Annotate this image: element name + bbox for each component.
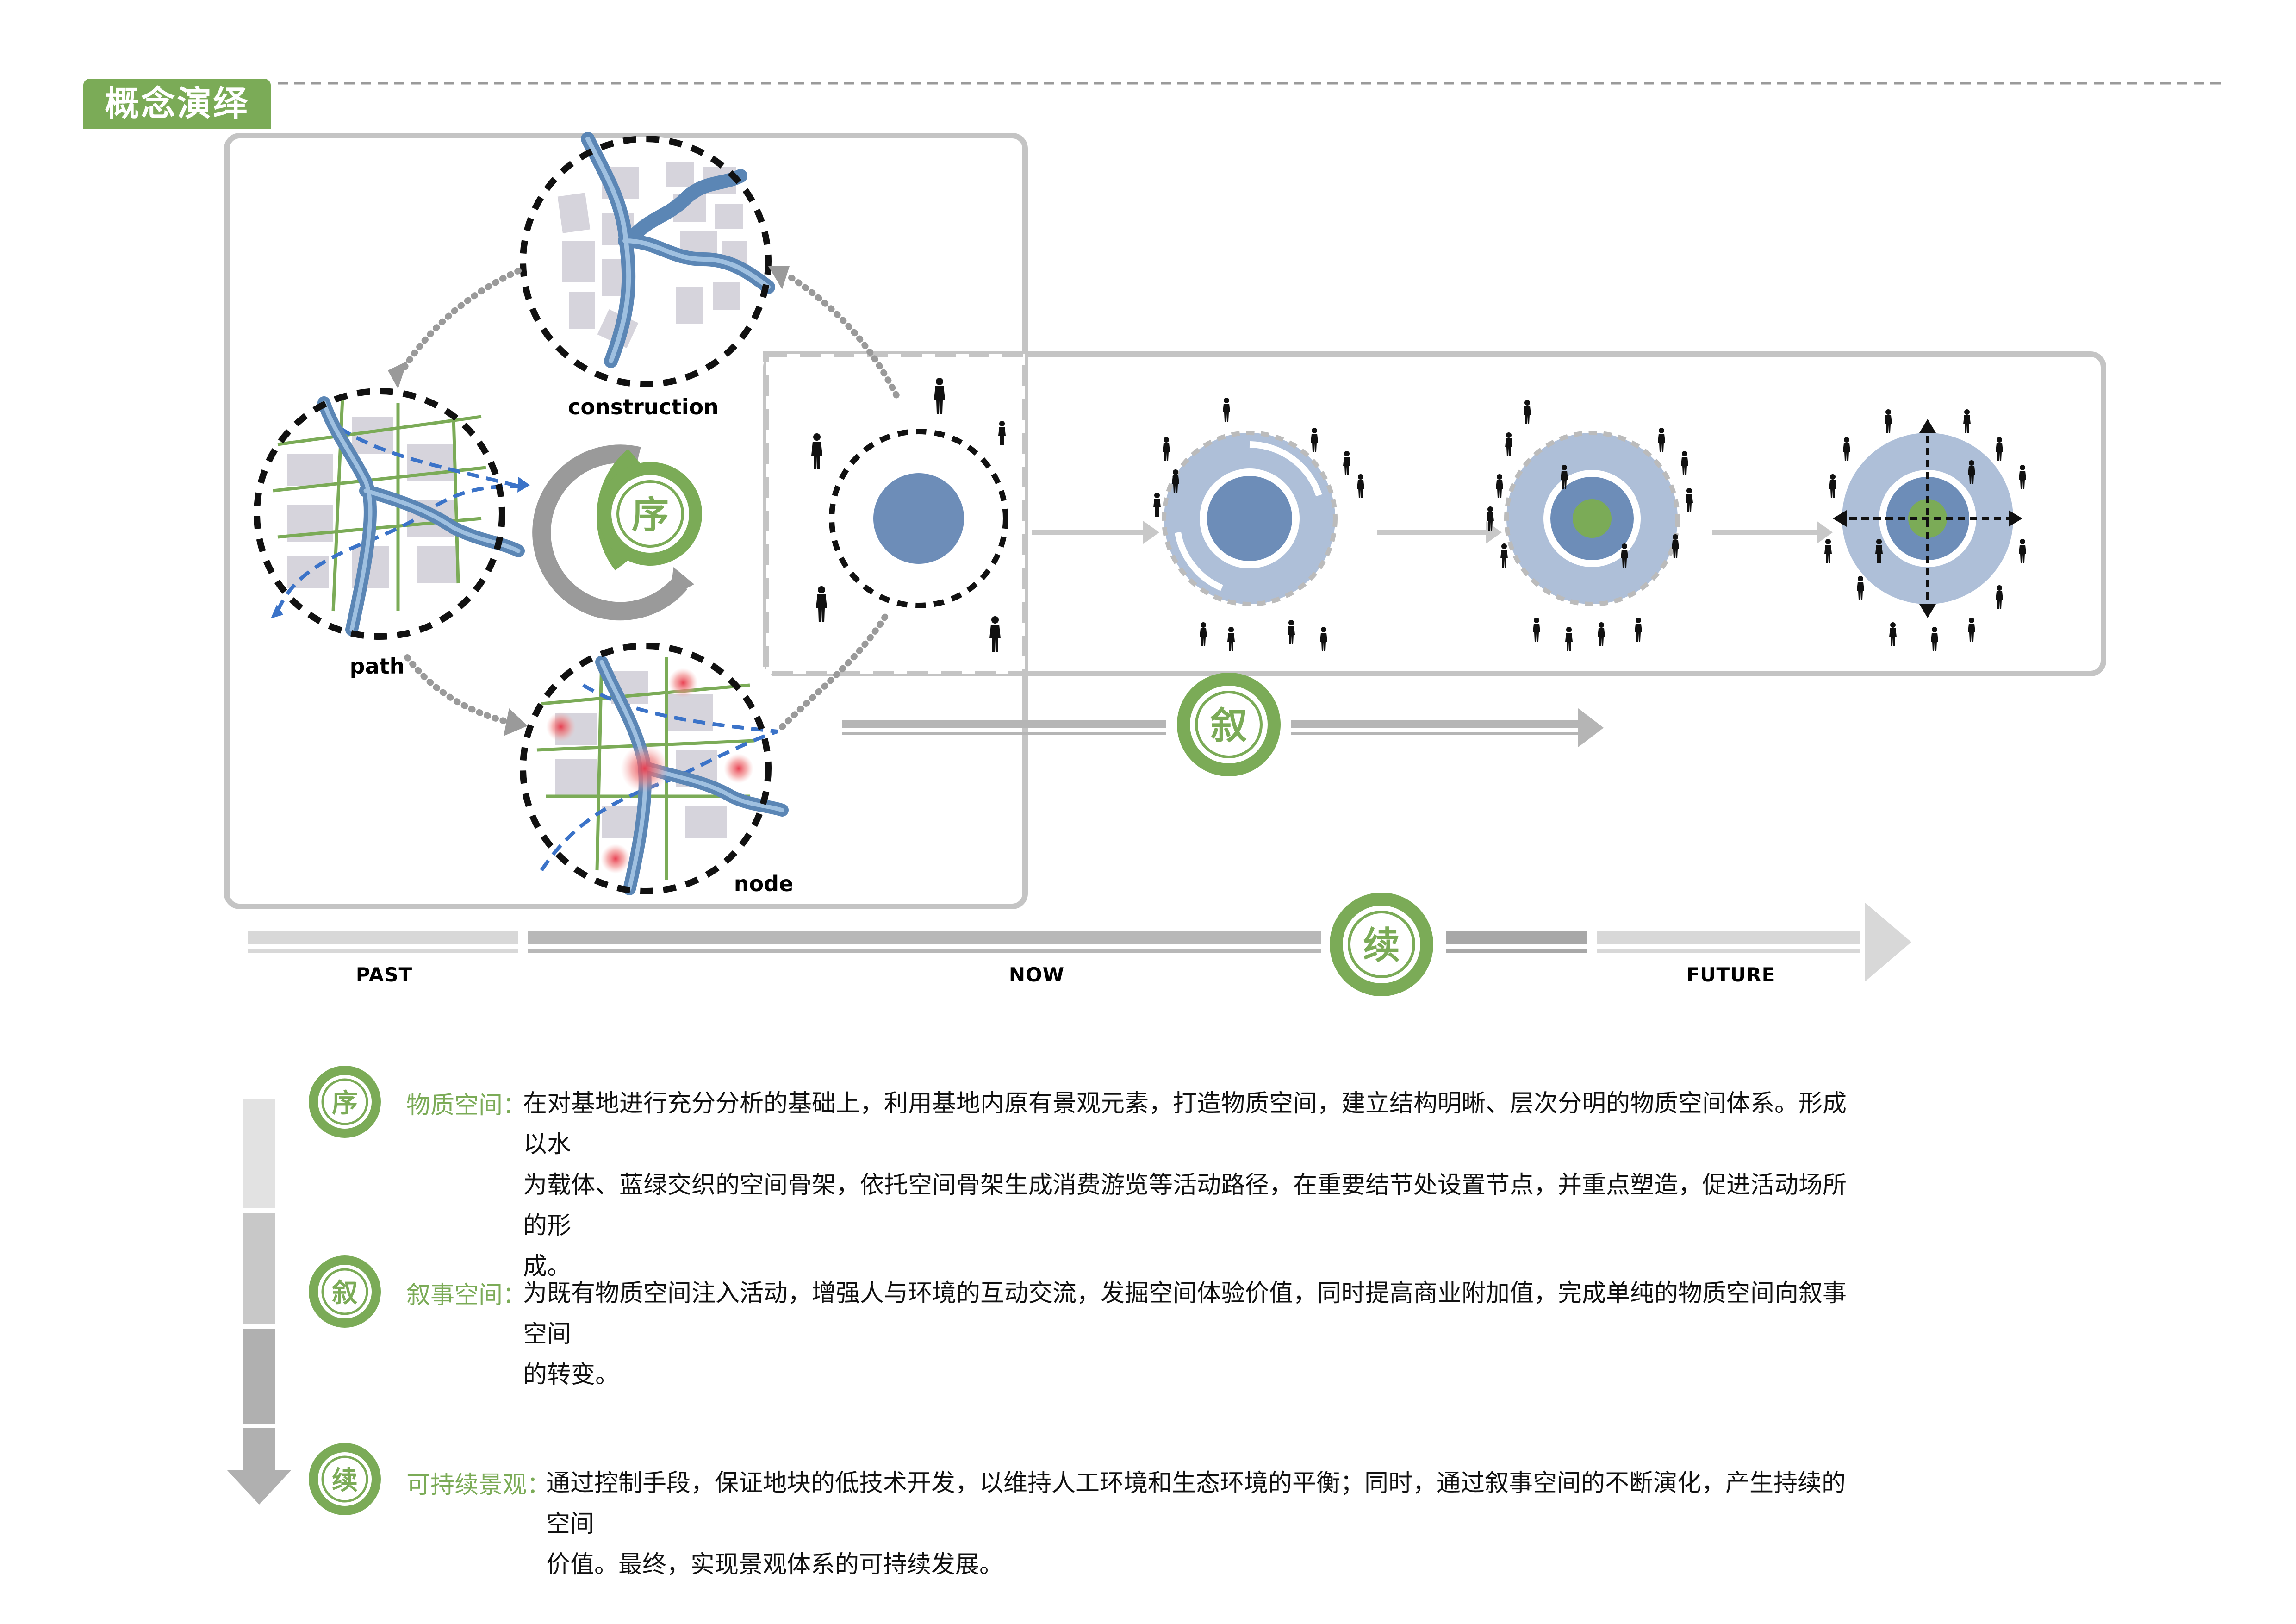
narrative-stage-expansion	[1824, 409, 2026, 651]
desc-line: 的转变。	[523, 1361, 620, 1389]
construction-circle	[520, 132, 775, 387]
desc-icon-narrative	[309, 1255, 381, 1328]
desc-icon-narrative-char: 叙	[332, 1278, 358, 1308]
node-label: node	[734, 871, 793, 896]
node-circle	[520, 643, 789, 895]
desc-text-narrative: 为既有物质空间注入活动，增强人与环境的互动交流，发掘空间体验价值，同时提高商业附…	[523, 1273, 1865, 1395]
page-title: 概念演绎	[83, 79, 271, 129]
desc-line: 通过控制手段，保证地块的低技术开发，以维持人工环境和生态环境的平衡；同时，通过叙…	[546, 1469, 1846, 1538]
desc-line: 为载体、蓝绿交织的空间骨架，依托空间骨架生成消费游览等活动路径，在重要结节处设置…	[523, 1171, 1847, 1240]
timeline-past-label: PAST	[356, 963, 412, 986]
desc-icon-order	[309, 1066, 381, 1138]
order-badge-char: 序	[632, 493, 669, 537]
desc-label-physical: 物质空间：	[406, 1092, 527, 1119]
sustain-badge	[1330, 893, 1433, 996]
narrative-badge	[1177, 673, 1281, 776]
narrative-stage-empty	[811, 378, 1008, 652]
desc-line: 在对基地进行充分分析的基础上，利用基地内原有景观元素，打造物质空间，建立结构明晰…	[523, 1090, 1847, 1158]
desc-line: 为既有物质空间注入活动，增强人与环境的互动交流，发掘空间体验价值，同时提高商业附…	[523, 1280, 1847, 1348]
path-circle	[254, 388, 530, 640]
desc-icon-sustain-char: 续	[332, 1466, 358, 1496]
vertical-progress-arrow	[227, 1099, 292, 1505]
timeline-bar	[248, 903, 1911, 981]
desc-label-sustainable: 可持续景观：	[406, 1471, 551, 1499]
desc-icon-sustain	[309, 1443, 381, 1515]
timeline-now-label: NOW	[1009, 963, 1064, 986]
narrative-arrow	[842, 708, 1604, 747]
timeline-future-label: FUTURE	[1686, 963, 1776, 986]
sustain-badge-char: 续	[1363, 924, 1400, 967]
narrative-badge-char: 叙	[1210, 704, 1247, 747]
cycle-dotted-arrows	[399, 268, 901, 730]
desc-text-sustainable: 通过控制手段，保证地块的低技术开发，以维持人工环境和生态环境的平衡；同时，通过叙…	[546, 1463, 1865, 1585]
path-label: path	[350, 654, 405, 679]
construction-label: construction	[568, 394, 719, 419]
order-badge	[598, 462, 702, 566]
desc-line: 价值。最终，实现景观体系的可持续发展。	[546, 1551, 1004, 1579]
desc-line: 成。	[523, 1253, 572, 1280]
desc-icon-order-char: 序	[332, 1088, 358, 1118]
desc-text-physical: 在对基地进行充分分析的基础上，利用基地内原有景观元素，打造物质空间，建立结构明晰…	[523, 1083, 1865, 1287]
narrative-stage-activity	[1153, 398, 1364, 651]
desc-label-narrative: 叙事空间：	[406, 1281, 527, 1309]
narrative-stage-interaction	[1487, 400, 1693, 651]
